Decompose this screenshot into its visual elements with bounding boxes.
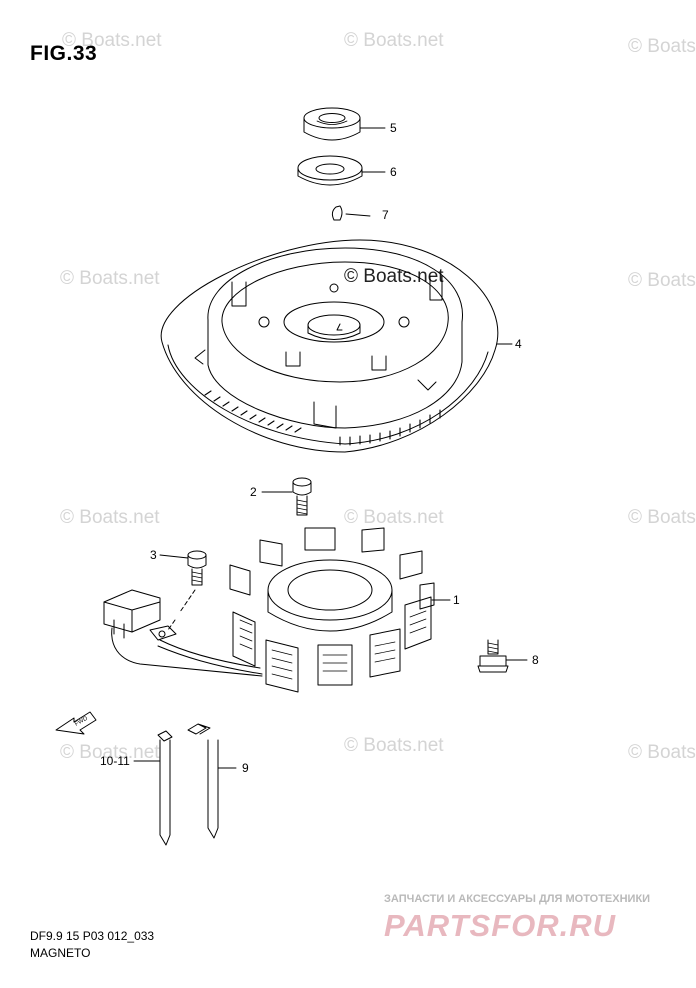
part-4-flywheel bbox=[160, 239, 499, 453]
watermark-center: © Boats.net bbox=[344, 266, 444, 287]
callout-5: 5 bbox=[390, 121, 397, 135]
watermark: © Boats.net bbox=[62, 30, 162, 51]
watermark: © Boats.net bbox=[60, 742, 160, 763]
leader-lines bbox=[133, 127, 528, 769]
watermark: © Boats.net bbox=[628, 36, 696, 57]
part-6-washer bbox=[297, 155, 363, 186]
watermark: © Boats.net bbox=[344, 507, 444, 528]
part-9-cable-tie bbox=[187, 723, 219, 839]
brand-subtitle: ЗАПЧАСТИ И АКСЕССУАРЫ ДЛЯ МОТОТЕХНИКИ bbox=[384, 893, 651, 905]
callout-8: 8 bbox=[532, 653, 539, 667]
part-5-nut bbox=[303, 107, 361, 141]
watermark: © Boats.net bbox=[344, 735, 444, 756]
callout-6: 6 bbox=[390, 165, 397, 179]
fwd-arrow-icon bbox=[55, 711, 97, 735]
watermark: © Boats.net bbox=[628, 270, 696, 291]
callout-3: 3 bbox=[150, 548, 157, 562]
callout-7: 7 bbox=[382, 208, 389, 222]
watermark: © Boats.net bbox=[60, 268, 160, 289]
diagram-code: DF9.9 15 P03 012_033 bbox=[30, 929, 155, 943]
callout-10-11: 10-11 bbox=[100, 754, 130, 768]
part-7-key bbox=[331, 205, 343, 221]
brand-logo: PARTSFOR.RU bbox=[384, 908, 617, 943]
watermark: © Boats.net bbox=[60, 507, 160, 528]
part-8-bolt bbox=[477, 639, 509, 673]
callout-1: 1 bbox=[453, 593, 460, 607]
part-1-stator bbox=[103, 527, 435, 693]
callout-4: 4 bbox=[515, 337, 522, 351]
watermark: © Boats.net bbox=[628, 507, 696, 528]
watermark: © Boats.net bbox=[628, 742, 696, 763]
callout-9: 9 bbox=[242, 761, 249, 775]
part-2-screw bbox=[292, 477, 312, 516]
part-10-11-cable-tie bbox=[157, 730, 173, 846]
figure-title: FIG.33 bbox=[30, 42, 98, 65]
diagram-name: MAGNETO bbox=[30, 946, 91, 960]
watermark: © Boats.net bbox=[344, 30, 444, 51]
part-3-screw bbox=[167, 550, 207, 631]
callout-2: 2 bbox=[250, 485, 257, 499]
